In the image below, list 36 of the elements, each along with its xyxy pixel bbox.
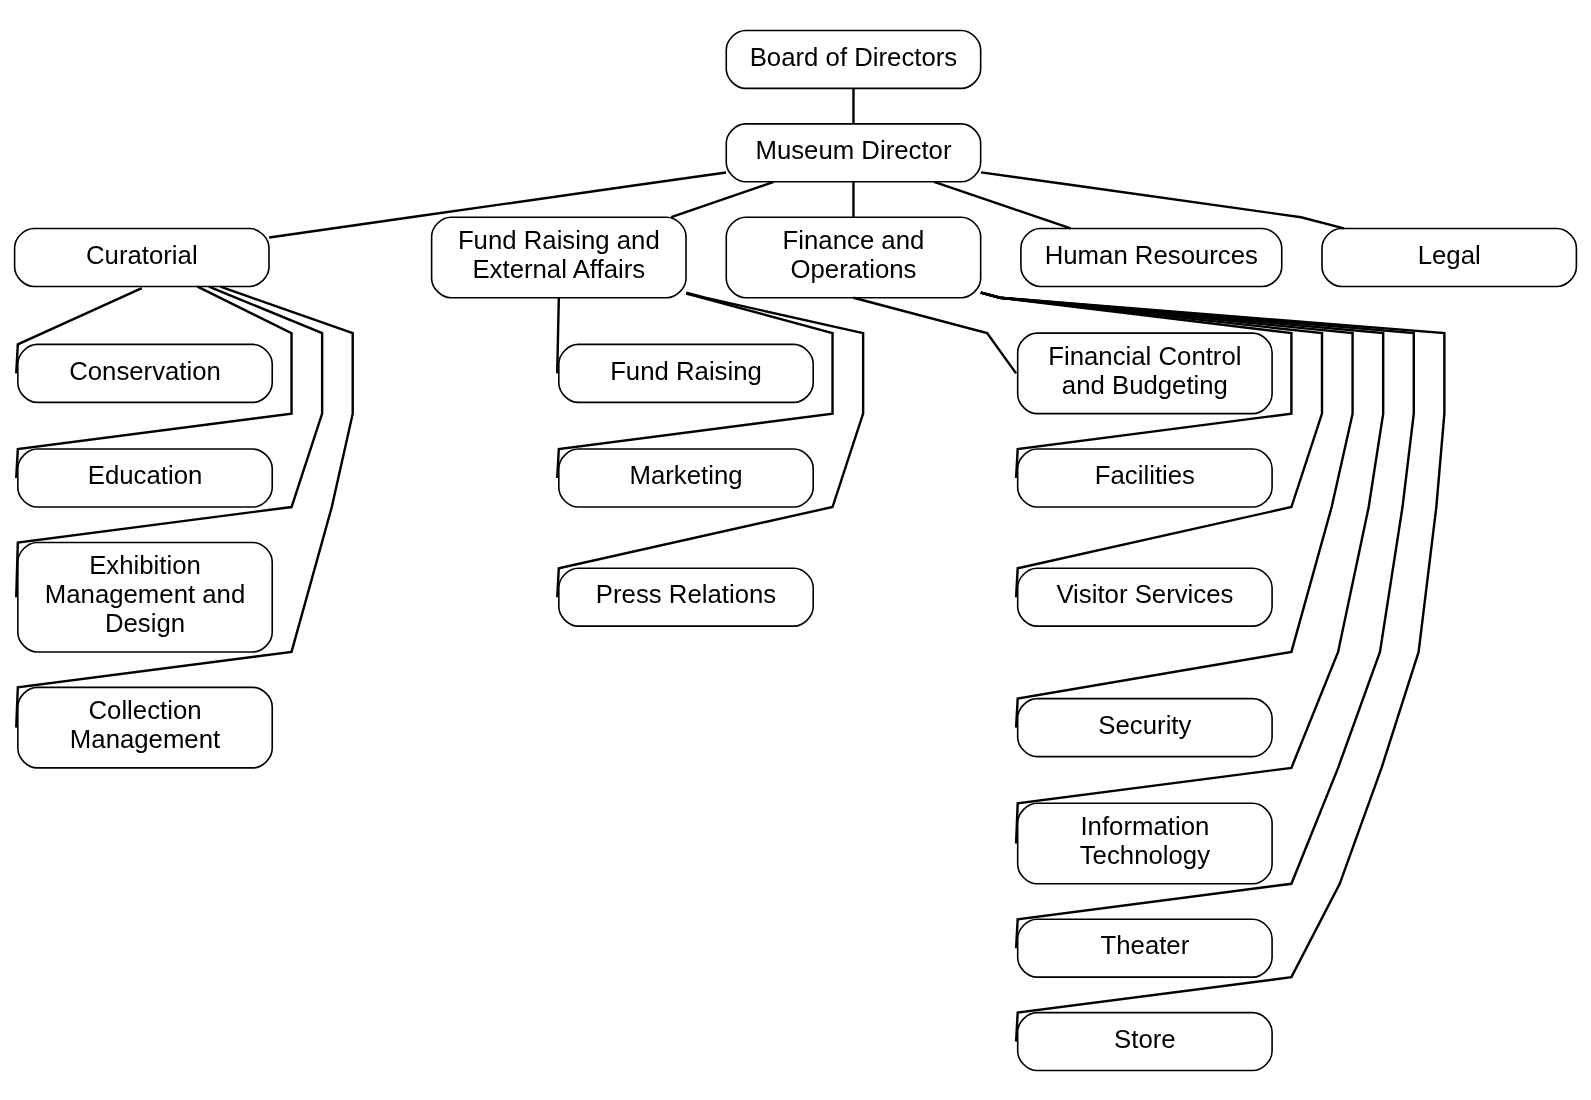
node-box: Board of Directors [725, 29, 982, 89]
connector [980, 291, 1446, 1042]
connector [980, 170, 1345, 230]
node-box: Facilities [1016, 447, 1273, 508]
node-box: Conservation [17, 343, 274, 403]
connector [852, 88, 855, 124]
connector [853, 296, 1018, 374]
node-box: Education [17, 447, 274, 508]
node-box: Fund Raising and External Affairs [430, 215, 687, 299]
connector [269, 170, 727, 239]
connector [15, 285, 354, 728]
node-box: Finance and Operations [725, 215, 982, 299]
node-box: Store [1016, 1011, 1273, 1071]
node-box: Security [1016, 697, 1273, 757]
node-box: Human Resources [1020, 227, 1283, 287]
connector [15, 285, 324, 597]
connector [15, 286, 143, 373]
connector [933, 180, 1072, 230]
node-box: Marketing [558, 447, 814, 508]
node-box: Museum Director [725, 122, 982, 183]
connector [556, 291, 865, 597]
node-box: Information Technology [1016, 801, 1273, 885]
connector [556, 297, 561, 373]
node-box: Collection Management [17, 686, 274, 769]
node-box: Curatorial [13, 227, 270, 287]
node-box: Financial Control and Budgeting [1016, 331, 1273, 414]
connector [15, 285, 293, 478]
node-box: Visitor Services [1016, 566, 1273, 627]
connector [852, 181, 855, 217]
connector [556, 291, 834, 478]
node-box: Press Relations [558, 566, 814, 627]
node-box: Legal [1321, 227, 1578, 287]
connector [670, 180, 775, 218]
node-box: Fund Raising [558, 343, 814, 403]
node-box: Exhibition Management and Design [17, 541, 274, 653]
node-box: Theater [1016, 917, 1273, 978]
